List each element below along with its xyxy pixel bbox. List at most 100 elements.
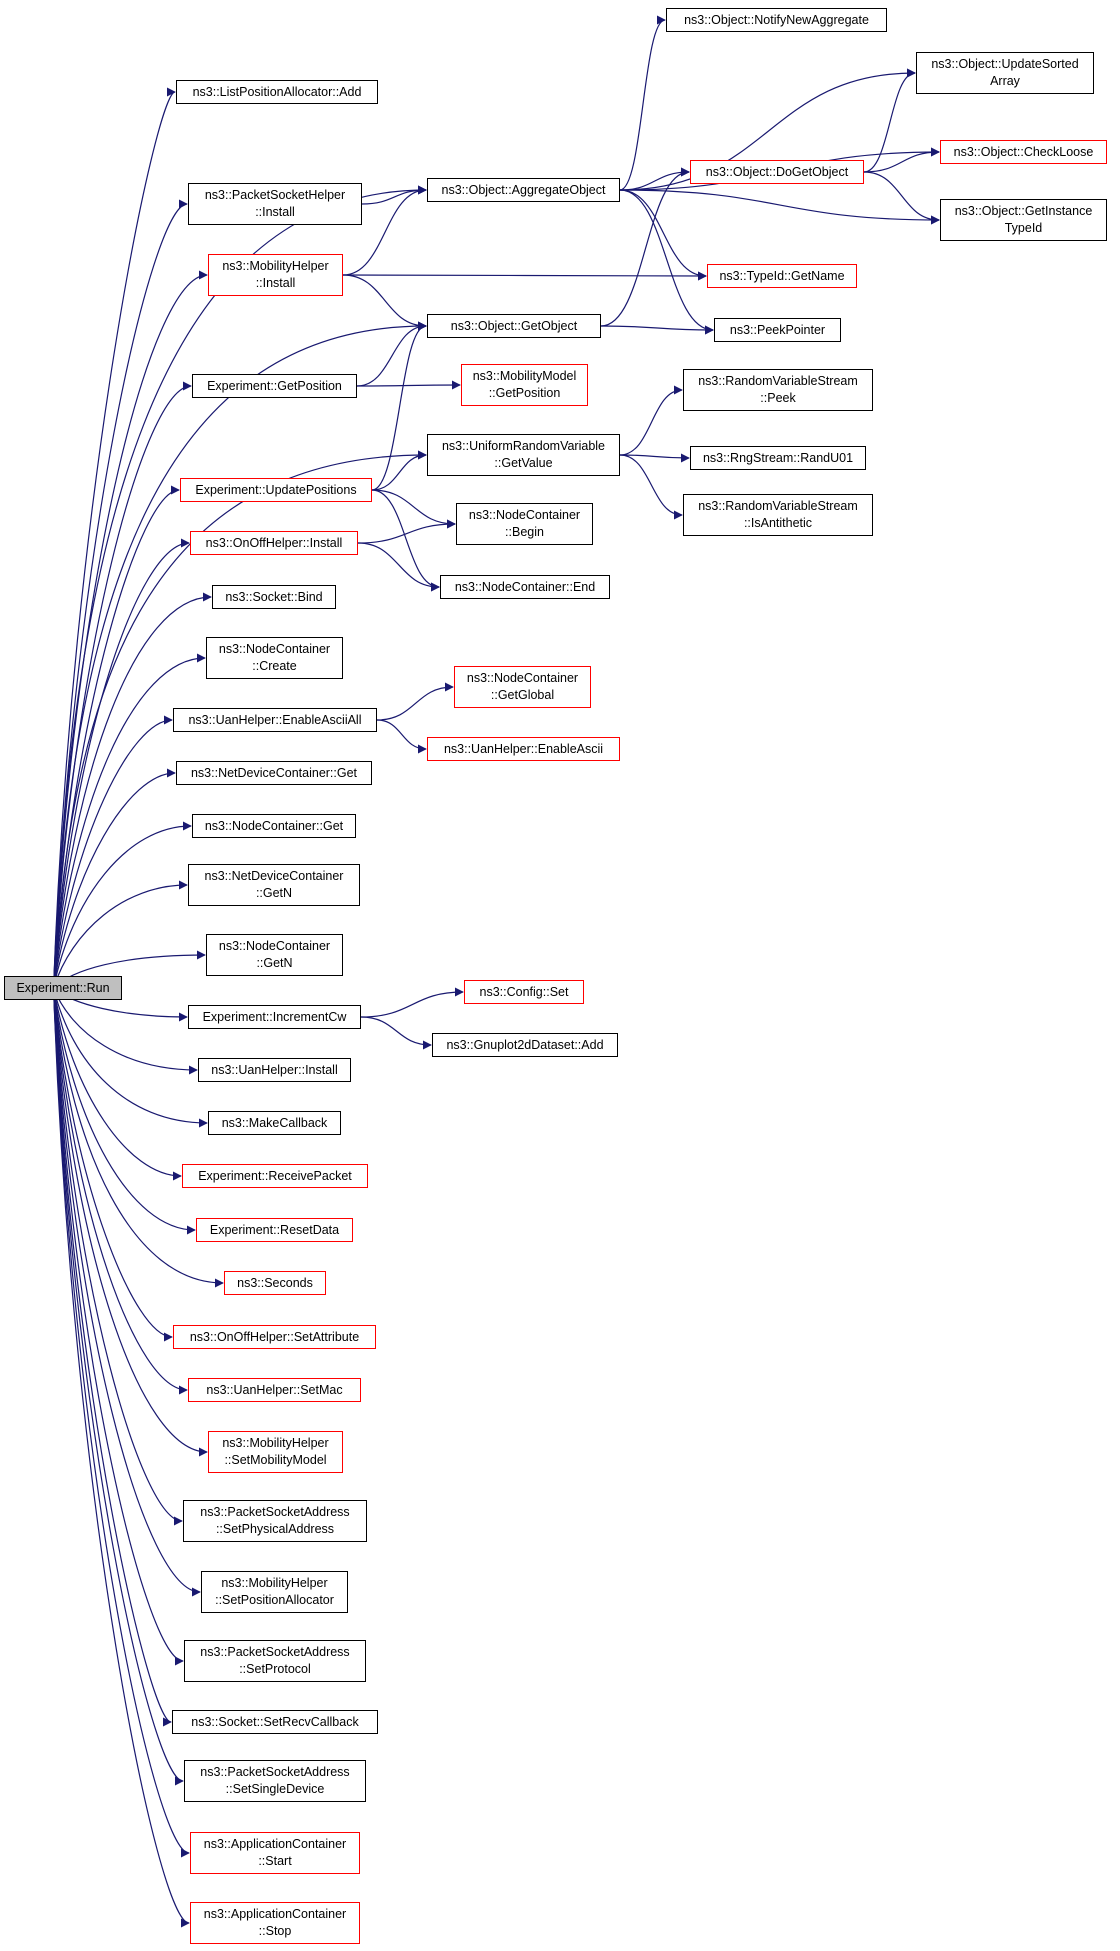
- node-seconds[interactable]: ns3::Seconds: [224, 1271, 326, 1295]
- node-receive-packet[interactable]: Experiment::ReceivePacket: [182, 1164, 368, 1188]
- node-label: ns3::RngStream::RandU01: [702, 450, 854, 465]
- node-nc-end[interactable]: ns3::NodeContainer::End: [440, 575, 610, 599]
- edge-increment-cw-to-gnuplot-add: [360, 1016, 432, 1050]
- node-uan-ascii[interactable]: ns3::UanHelper::EnableAscii: [427, 737, 620, 761]
- edge-run-to-psh-install: [52, 199, 188, 989]
- node-mh-setmobility[interactable]: ns3::MobilityHelper::SetMobilityModel: [208, 1431, 343, 1473]
- node-socket-setrecv[interactable]: ns3::Socket::SetRecvCallback: [172, 1710, 378, 1734]
- edge-run-to-get-position: [52, 381, 192, 989]
- node-label: ns3::Config::Set: [479, 984, 569, 999]
- edge-run-to-mh-setmobility: [52, 987, 208, 1457]
- node-urv-getvalue[interactable]: ns3::UniformRandomVariable::GetValue: [427, 434, 620, 476]
- node-psa-setphys[interactable]: ns3::PacketSocketAddress::SetPhysicalAdd…: [183, 1500, 367, 1542]
- node-psa-setsingle[interactable]: ns3::PacketSocketAddress::SetSingleDevic…: [184, 1760, 366, 1802]
- node-uan-ascii-all[interactable]: ns3::UanHelper::EnableAsciiAll: [173, 708, 377, 732]
- node-aggregate[interactable]: ns3::Object::AggregateObject: [427, 178, 620, 202]
- edge-run-to-ndc-get: [52, 768, 176, 989]
- node-label: ::GetPosition: [488, 386, 561, 400]
- node-label: ns3::PacketSocketAddress: [200, 1505, 350, 1519]
- node-typeid-getname[interactable]: ns3::TypeId::GetName: [707, 264, 857, 288]
- node-label: ns3::NodeContainer: [218, 939, 331, 953]
- node-label: ns3::Object::GetObject: [450, 318, 578, 333]
- node-label: ::SetPositionAllocator: [215, 1593, 334, 1607]
- node-psa-setproto[interactable]: ns3::PacketSocketAddress::SetProtocol: [184, 1640, 366, 1682]
- node-label: Experiment::GetPosition: [207, 378, 342, 393]
- edge-run-to-make-callback: [52, 987, 208, 1128]
- node-get-position[interactable]: Experiment::GetPosition: [192, 374, 357, 398]
- node-socket-bind[interactable]: ns3::Socket::Bind: [212, 585, 336, 609]
- node-nc-getglobal[interactable]: ns3::NodeContainer::GetGlobal: [454, 666, 591, 708]
- node-label: ::Install: [255, 276, 296, 290]
- node-label: ::GetN: [255, 886, 293, 900]
- node-label: ns3::ListPositionAllocator::Add: [192, 84, 362, 99]
- node-increment-cw[interactable]: Experiment::IncrementCw: [188, 1005, 361, 1029]
- node-uan-setmac[interactable]: ns3::UanHelper::SetMac: [188, 1378, 361, 1402]
- edge-uan-ascii-all-to-nc-getglobal: [376, 682, 454, 721]
- edge-run-to-nc-create: [52, 653, 206, 989]
- edge-run-to-psa-setsingle: [52, 987, 184, 1786]
- edge-update-positions-to-urv-getvalue: [371, 450, 427, 491]
- node-label: ns3::OnOffHelper::SetAttribute: [189, 1329, 360, 1344]
- node-onoff-install[interactable]: ns3::OnOffHelper::Install: [190, 531, 358, 555]
- edge-urv-getvalue-to-rng-randu01: [619, 453, 690, 463]
- node-do-get-object[interactable]: ns3::Object::DoGetObject: [690, 160, 864, 184]
- node-update-positions[interactable]: Experiment::UpdatePositions: [180, 478, 372, 502]
- node-check-loose[interactable]: ns3::Object::CheckLoose: [940, 140, 1107, 164]
- node-label: TypeId: [1004, 221, 1043, 235]
- node-psh-install[interactable]: ns3::PacketSocketHelper::Install: [188, 183, 362, 225]
- node-label: ns3::MobilityHelper: [221, 1576, 328, 1590]
- node-notify-new[interactable]: ns3::Object::NotifyNewAggregate: [666, 8, 887, 32]
- edge-do-get-object-to-check-loose: [863, 147, 940, 173]
- node-nc-getn[interactable]: ns3::NodeContainer::GetN: [206, 934, 343, 976]
- node-peek-pointer[interactable]: ns3::PeekPointer: [714, 318, 841, 342]
- node-ndc-get[interactable]: ns3::NetDeviceContainer::Get: [176, 761, 372, 785]
- node-mh-install[interactable]: ns3::MobilityHelper::Install: [208, 254, 343, 296]
- node-mm-getpos[interactable]: ns3::MobilityModel::GetPosition: [461, 364, 588, 406]
- node-reset-data[interactable]: Experiment::ResetData: [196, 1218, 353, 1242]
- node-ac-start[interactable]: ns3::ApplicationContainer::Start: [190, 1832, 360, 1874]
- node-get-object[interactable]: ns3::Object::GetObject: [427, 314, 601, 338]
- edge-urv-getvalue-to-rvs-peek: [619, 385, 683, 456]
- node-label: ns3::PacketSocketAddress: [200, 1645, 350, 1659]
- node-label: ::GetGlobal: [490, 688, 555, 702]
- edge-get-object-to-peek-pointer: [600, 325, 714, 335]
- edge-run-to-seconds: [52, 987, 224, 1288]
- edge-get-object-to-do-get-object: [600, 167, 690, 327]
- node-label: ns3::NodeContainer: [218, 642, 331, 656]
- node-nc-get[interactable]: ns3::NodeContainer::Get: [192, 814, 356, 838]
- node-label: ns3::Object::UpdateSorted: [931, 57, 1079, 71]
- edge-run-to-lpa-add: [52, 87, 176, 989]
- edge-mh-install-to-get-object: [342, 274, 427, 331]
- node-rng-randu01[interactable]: ns3::RngStream::RandU01: [690, 446, 866, 470]
- edge-aggregate-to-update-sorted: [619, 68, 916, 191]
- node-label: ns3::Socket::SetRecvCallback: [191, 1714, 359, 1729]
- node-label: ns3::NetDeviceContainer::Get: [190, 765, 358, 780]
- edge-run-to-receive-packet: [52, 987, 182, 1181]
- node-rvs-isanti[interactable]: ns3::RandomVariableStream::IsAntithetic: [683, 494, 873, 536]
- node-uan-install[interactable]: ns3::UanHelper::Install: [198, 1058, 351, 1082]
- node-label: ns3::UanHelper::Install: [211, 1062, 338, 1077]
- edge-run-to-update-positions: [52, 485, 180, 989]
- node-ac-stop[interactable]: ns3::ApplicationContainer::Stop: [190, 1902, 360, 1944]
- node-label: Experiment::IncrementCw: [202, 1009, 347, 1024]
- node-label: ns3::NodeContainer::End: [454, 579, 596, 594]
- edge-aggregate-to-typeid-getname: [619, 189, 707, 281]
- edge-run-to-reset-data: [52, 987, 196, 1235]
- node-ndc-getn[interactable]: ns3::NetDeviceContainer::GetN: [188, 864, 360, 906]
- node-nc-create[interactable]: ns3::NodeContainer::Create: [206, 637, 343, 679]
- node-label: ns3::UanHelper::SetMac: [206, 1382, 343, 1397]
- node-onoff-setattr[interactable]: ns3::OnOffHelper::SetAttribute: [173, 1325, 376, 1349]
- node-run[interactable]: Experiment::Run: [4, 976, 122, 1000]
- edge-do-get-object-to-get-instance-typeid: [863, 171, 940, 225]
- node-make-callback[interactable]: ns3::MakeCallback: [208, 1111, 341, 1135]
- node-gnuplot-add[interactable]: ns3::Gnuplot2dDataset::Add: [432, 1033, 618, 1057]
- node-mh-setposalloc[interactable]: ns3::MobilityHelper::SetPositionAllocato…: [201, 1571, 348, 1613]
- node-rvs-peek[interactable]: ns3::RandomVariableStream::Peek: [683, 369, 873, 411]
- node-nc-begin[interactable]: ns3::NodeContainer::Begin: [456, 503, 593, 545]
- node-config-set[interactable]: ns3::Config::Set: [464, 980, 584, 1004]
- edge-aggregate-to-get-instance-typeid: [619, 189, 940, 225]
- node-lpa-add[interactable]: ns3::ListPositionAllocator::Add: [176, 80, 378, 104]
